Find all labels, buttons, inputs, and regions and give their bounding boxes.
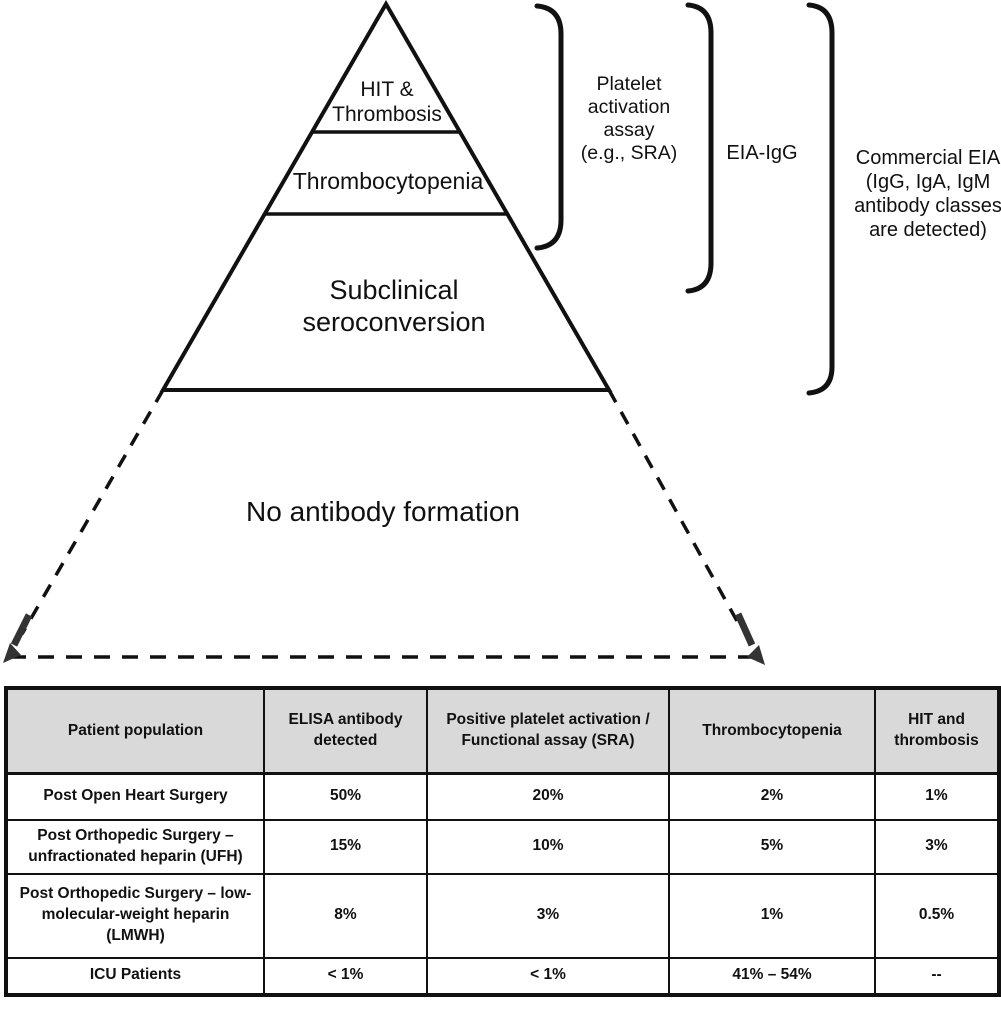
cell-thrombocytopenia: 41% – 54% (668, 956, 876, 996)
tier-label-subclinical-line2: seroconversion (302, 307, 485, 337)
bracket-label-commercial-line2: (IgG, IgA, IgM (866, 171, 990, 193)
incidence-table: Patient population ELISA antibody detect… (4, 686, 1001, 997)
left-dashed-edge (20, 389, 165, 635)
tier-label-hit-line2: Thrombosis (332, 103, 442, 126)
tier-label-no-antibody: No antibody formation (246, 496, 520, 527)
cell-sra: < 1% (426, 956, 670, 996)
cell-hit-thrombosis: 3% (874, 818, 1000, 875)
bracket-label-commercial-line4: are detected) (869, 219, 987, 241)
left-arrow-icon (3, 613, 33, 663)
cell-thrombocytopenia: 5% (668, 818, 876, 875)
cell-population: ICU Patients (5, 956, 265, 996)
bracket-commercial-eia (806, 2, 835, 396)
cell-sra: 10% (426, 818, 670, 875)
col-header-thrombocytopenia: Thrombocytopenia (668, 687, 876, 775)
bracket-label-platelet-line3: assay (604, 119, 655, 141)
cell-sra: 3% (426, 872, 670, 959)
col-header-hit-thrombosis: HIT and thrombosis (874, 687, 1000, 775)
table-row-icu: ICU Patients < 1% < 1% 41% – 54% -- (5, 956, 1000, 996)
bracket-label-platelet-line1: Platelet (596, 73, 662, 95)
table-row-ortho-lmwh: Post Orthopedic Surgery – low-molecular-… (5, 872, 1000, 959)
bracket-label-commercial-line3: antibody classes (854, 195, 1001, 217)
bracket-label-eia-igg: EIA-IgG (726, 142, 797, 164)
col-header-elisa-antibody: ELISA antibody detected (263, 687, 428, 775)
iceberg-diagram: HIT & Thrombosis Thrombocytopenia Subcli… (3, 0, 1001, 665)
col-header-patient-population: Patient population (5, 687, 265, 775)
table-row-ortho-ufh: Post Orthopedic Surgery – unfractionated… (5, 818, 1000, 875)
bracket-eia-igg (685, 2, 714, 294)
table-row-open-heart: Post Open Heart Surgery 50% 20% 2% 1% (5, 772, 1000, 821)
cell-hit-thrombosis: 1% (874, 772, 1000, 821)
pyramid-outline (159, 0, 613, 392)
cell-elisa: 8% (263, 872, 428, 959)
cell-population: Post Open Heart Surgery (5, 772, 265, 821)
table-header-row: Patient population ELISA antibody detect… (5, 687, 1000, 775)
bracket-label-platelet-line4: (e.g., SRA) (581, 142, 677, 164)
cell-sra: 20% (426, 772, 670, 821)
cell-elisa: 50% (263, 772, 428, 821)
cell-thrombocytopenia: 1% (668, 872, 876, 959)
tier-label-thrombocytopenia: Thrombocytopenia (293, 168, 484, 194)
right-arrow-icon (734, 612, 765, 665)
cell-hit-thrombosis: -- (874, 956, 1000, 996)
cell-thrombocytopenia: 2% (668, 772, 876, 821)
cell-population: Post Orthopedic Surgery – unfractionated… (5, 818, 265, 875)
bracket-label-platelet-line2: activation (588, 96, 670, 118)
cell-elisa: < 1% (263, 956, 428, 996)
tier-label-subclinical-line1: Subclinical (329, 275, 458, 305)
right-dashed-edge (607, 389, 744, 631)
bracket-platelet-assay (534, 3, 564, 251)
col-header-platelet-activation: Positive platelet activation / Functiona… (426, 687, 670, 775)
tier-label-hit-line1: HIT & (360, 78, 413, 101)
cell-elisa: 15% (263, 818, 428, 875)
cell-hit-thrombosis: 0.5% (874, 872, 1000, 959)
cell-population: Post Orthopedic Surgery – low-molecular-… (5, 872, 265, 959)
bracket-label-commercial-line1: Commercial EIA (856, 147, 1001, 169)
